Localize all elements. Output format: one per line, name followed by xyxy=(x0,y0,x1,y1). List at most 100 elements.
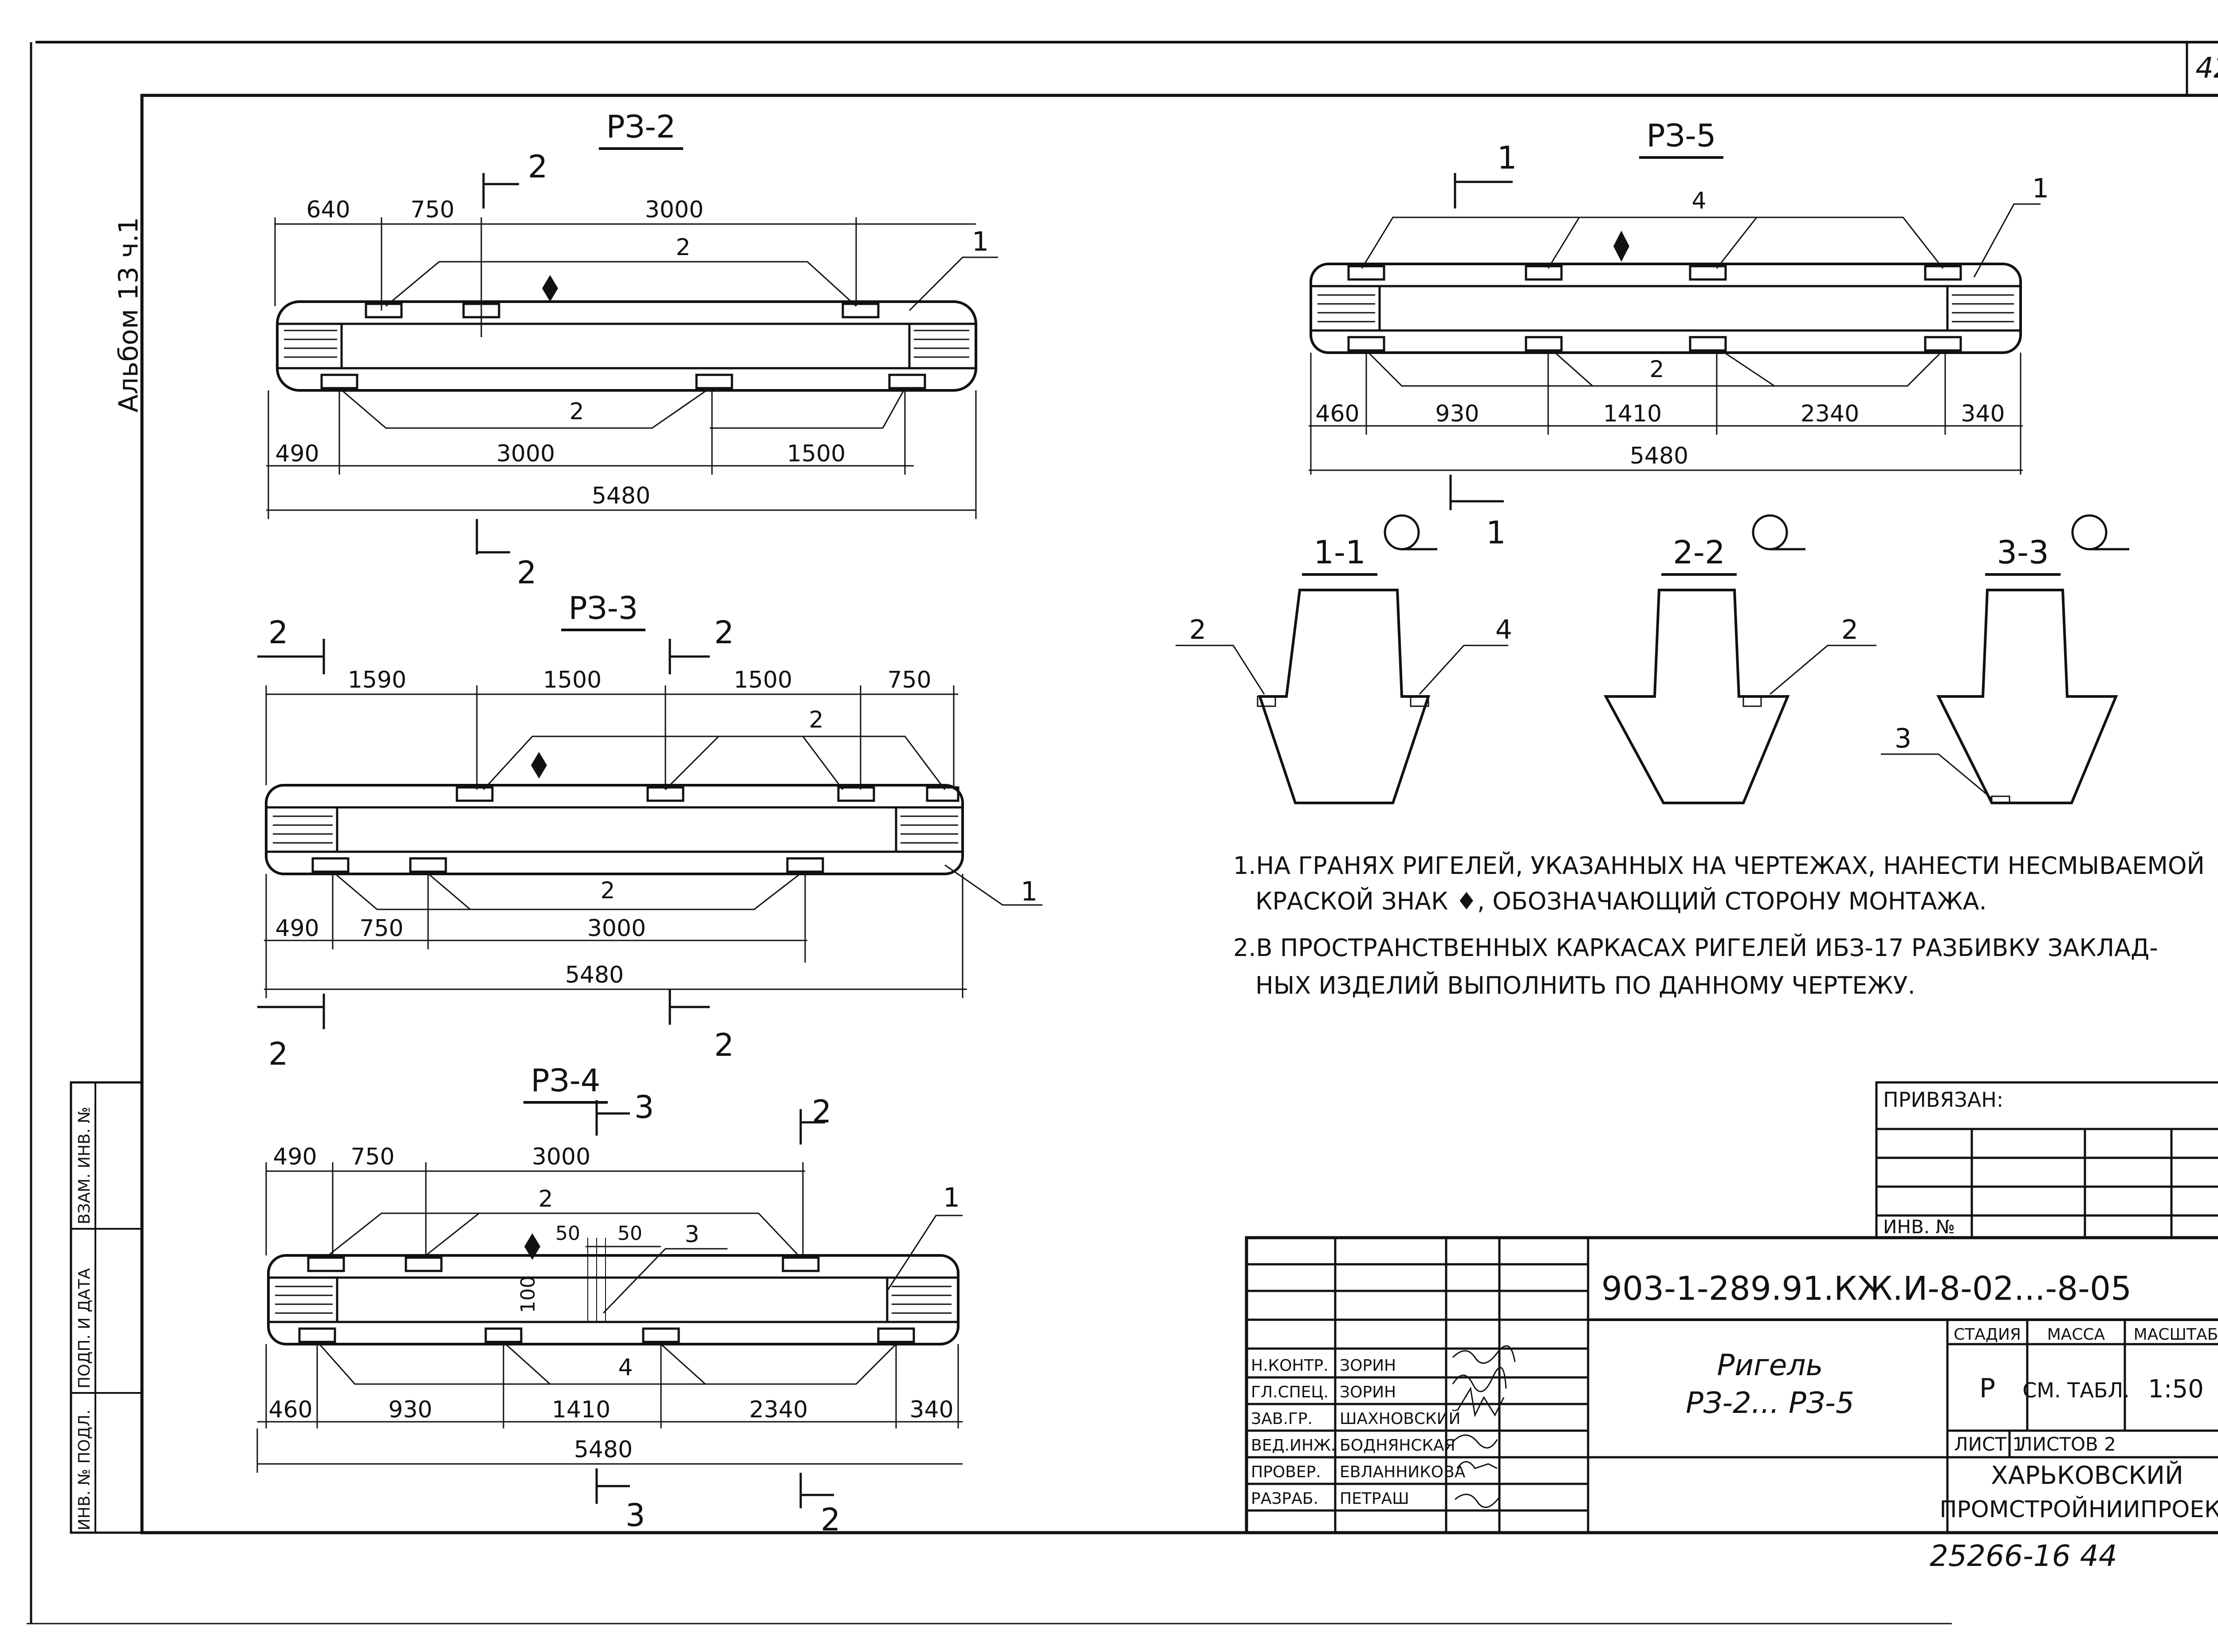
binding-table: ПРИВЯЗАН: ИНВ. № xyxy=(1875,1081,2218,1239)
r35-total: 5480 xyxy=(1630,443,1688,469)
r33-dim-top-2: 1500 xyxy=(543,667,602,693)
section-2-2-label: 2-2 xyxy=(1673,534,1725,571)
section-3-3-label: 3-3 xyxy=(1997,534,2049,571)
r33-sec-bm: 2 xyxy=(714,1027,734,1063)
r35-dim-bot-3: 1410 xyxy=(1603,401,1662,427)
note-line-4: НЫХ ИЗДЕЛИЙ ВЫПОЛНИТЬ ПО ДАННОМУ ЧЕРТЕЖУ… xyxy=(1255,972,1915,999)
sheets-total: ЛИСТОВ 2 xyxy=(2018,1433,2116,1455)
r33-dim-top-4: 750 xyxy=(887,667,931,693)
r34-small-dim-1: 50 xyxy=(555,1222,580,1245)
section-1-1-callout-left: 2 xyxy=(1189,614,1206,645)
binding-label: ПРИВЯЗАН: xyxy=(1883,1088,2003,1112)
strip-podp-data: ПОДП. И ДАТА xyxy=(75,1268,94,1388)
staff-role-4: ВЕД.ИНЖ. xyxy=(1251,1436,1336,1455)
r34-dim-top-1: 490 xyxy=(273,1144,317,1170)
stage-value: Р xyxy=(1979,1373,1995,1404)
signatures xyxy=(1452,1345,1516,1508)
r32-callout-top: 2 xyxy=(676,234,690,261)
strip-vzam-inv: ВЗАМ. ИНВ. № xyxy=(75,1107,94,1224)
r34-dim-bot-5: 340 xyxy=(909,1396,953,1423)
staff-name-5: ЕВЛАННИКОВА xyxy=(1340,1463,1466,1481)
sheet-index: ЛИСТ 1 xyxy=(1954,1433,2024,1455)
r34-dim-bot-3: 1410 xyxy=(552,1396,610,1423)
r33-callout-bottom: 2 xyxy=(600,877,615,904)
r34-small-dim-2: 50 xyxy=(617,1222,642,1245)
document-code: 903-1-289.91.КЖ.И-8-02...-8-05 xyxy=(1601,1270,2131,1308)
r35-dim-bot-4: 2340 xyxy=(1801,401,1859,427)
r33-dim-bot-3: 3000 xyxy=(587,915,646,942)
staff-name-2: ЗОРИН xyxy=(1340,1383,1396,1401)
r35-sec-bottom: 1 xyxy=(1486,515,1506,551)
staff-role-2: ГЛ.СПЕЦ. xyxy=(1251,1383,1329,1401)
r32-dim-bot-2: 3000 xyxy=(496,441,555,467)
r34-callout-3: 3 xyxy=(684,1221,699,1248)
r35-callout-bottom: 2 xyxy=(1649,356,1664,383)
staff-role-5: ПРОВЕР. xyxy=(1251,1463,1321,1481)
archive-number: 25266-16 44 xyxy=(1930,1539,2117,1573)
r32-dim-top-3: 3000 xyxy=(645,197,704,223)
r34-callout-bottom: 4 xyxy=(618,1354,633,1381)
staff-role-6: РАЗРАБ. xyxy=(1251,1490,1318,1508)
note-line-2: КРАСКОЙ ЗНАК ♦, ОБОЗНАЧАЮЩИЙ СТОРОНУ МОН… xyxy=(1255,887,1987,915)
title-block: 903-1-289.91.КЖ.И-8-02...-8-05 Ригель РЗ… xyxy=(1245,1236,2218,1534)
r32-dim-bot-1: 490 xyxy=(275,441,319,467)
left-stamp-strip: ИНВ. № ПОДЛ. ПОДП. И ДАТА ВЗАМ. ИНВ. № xyxy=(70,1081,143,1534)
title-name-line-2: РЗ-2... РЗ-5 xyxy=(1686,1386,1854,1420)
staff-name-1: ЗОРИН xyxy=(1340,1357,1396,1375)
r34-dim-bot-4: 2340 xyxy=(749,1396,808,1423)
beam-r3-5: РЗ-5 1 4 1 xyxy=(1309,118,2049,551)
r33-pos-1: 1 xyxy=(1021,876,1038,907)
section-1-1-label: 1-1 xyxy=(1313,534,1366,571)
strip-inv-podl: ИНВ. № ПОДЛ. xyxy=(75,1409,94,1530)
staff-role-1: Н.КОНТР. xyxy=(1251,1357,1329,1375)
r32-dim-top-1: 640 xyxy=(306,197,350,223)
section-2-2: 2-2 2 xyxy=(1603,514,1876,804)
r33-total: 5480 xyxy=(565,962,624,988)
r34-dim-top-2: 750 xyxy=(350,1144,394,1170)
mass-header: МАССА xyxy=(2047,1326,2105,1344)
org-line-2: ПРОМСТРОЙНИИПРОЕКТ xyxy=(1939,1496,2218,1523)
r34-sec-t2: 2 xyxy=(812,1093,832,1130)
section-3-3: 3-3 3 xyxy=(1881,514,2129,804)
staff-name-3: ШАХНОВСКИЙ xyxy=(1340,1409,1460,1428)
r34-sec-t3: 3 xyxy=(634,1089,654,1125)
section-3-3-callout-left: 3 xyxy=(1895,723,1911,754)
r33-dim-bot-2: 750 xyxy=(359,915,403,942)
section-1-1: 1-1 2 4 xyxy=(1176,514,1512,804)
r33-sec-tl: 2 xyxy=(268,614,288,651)
r34-dim-top-3: 3000 xyxy=(532,1144,590,1170)
beam-r3-3: РЗ-3 2 2 1590 1500 1500 750 2 xyxy=(257,590,1042,1072)
sheet-number: 42 xyxy=(2195,52,2218,85)
beam-r3-4: РЗ-4 3 2 490 750 3000 2 50 50 3 100 xyxy=(256,1062,963,1538)
note-line-3: 2.В ПРОСТРАНСТВЕННЫХ КАРКАСАХ РИГЕЛЕЙ ИБ… xyxy=(1233,934,2158,962)
sheet-frame: 42 xyxy=(27,41,2218,1624)
section-1-1-callout-right: 4 xyxy=(1495,614,1512,645)
scale-value: 1:50 xyxy=(2148,1375,2204,1404)
r33-callout-top: 2 xyxy=(809,707,823,733)
r34-total: 5480 xyxy=(574,1436,633,1463)
r34-pos-1: 1 xyxy=(943,1182,960,1213)
scale-header: МАСШТАБ xyxy=(2134,1326,2218,1344)
r33-sec-tm: 2 xyxy=(714,614,734,651)
r33-dim-bot-1: 490 xyxy=(275,915,319,942)
title-name-line-1: Ригель xyxy=(1717,1348,1823,1382)
r33-title: РЗ-3 xyxy=(569,590,638,626)
r35-dim-bot-5: 340 xyxy=(1961,401,2005,427)
r34-title: РЗ-4 xyxy=(531,1062,601,1099)
r32-pos-1: 1 xyxy=(972,226,989,257)
r33-dim-top-3: 1500 xyxy=(734,667,792,693)
r34-sec-b2: 2 xyxy=(821,1502,841,1538)
stage-header: СТАДИЯ xyxy=(1954,1326,2021,1344)
staff-name-4: БОДНЯНСКАЯ xyxy=(1340,1436,1455,1455)
section-2-2-callout-right: 2 xyxy=(1841,614,1858,645)
r34-small-dim-3: 100 xyxy=(517,1276,539,1313)
r34-sec-b3: 3 xyxy=(625,1497,645,1534)
note-line-1: 1.НА ГРАНЯХ РИГЕЛЕЙ, УКАЗАННЫХ НА ЧЕРТЕЖ… xyxy=(1233,852,2205,880)
binding-inv-label: ИНВ. № xyxy=(1883,1216,1955,1238)
r32-sec-top: 2 xyxy=(528,149,548,185)
r34-callout-top: 2 xyxy=(538,1186,553,1212)
r34-dim-bot-2: 930 xyxy=(388,1396,432,1423)
r33-dim-top-1: 1590 xyxy=(348,667,406,693)
r35-pos-1: 1 xyxy=(2032,173,2049,204)
